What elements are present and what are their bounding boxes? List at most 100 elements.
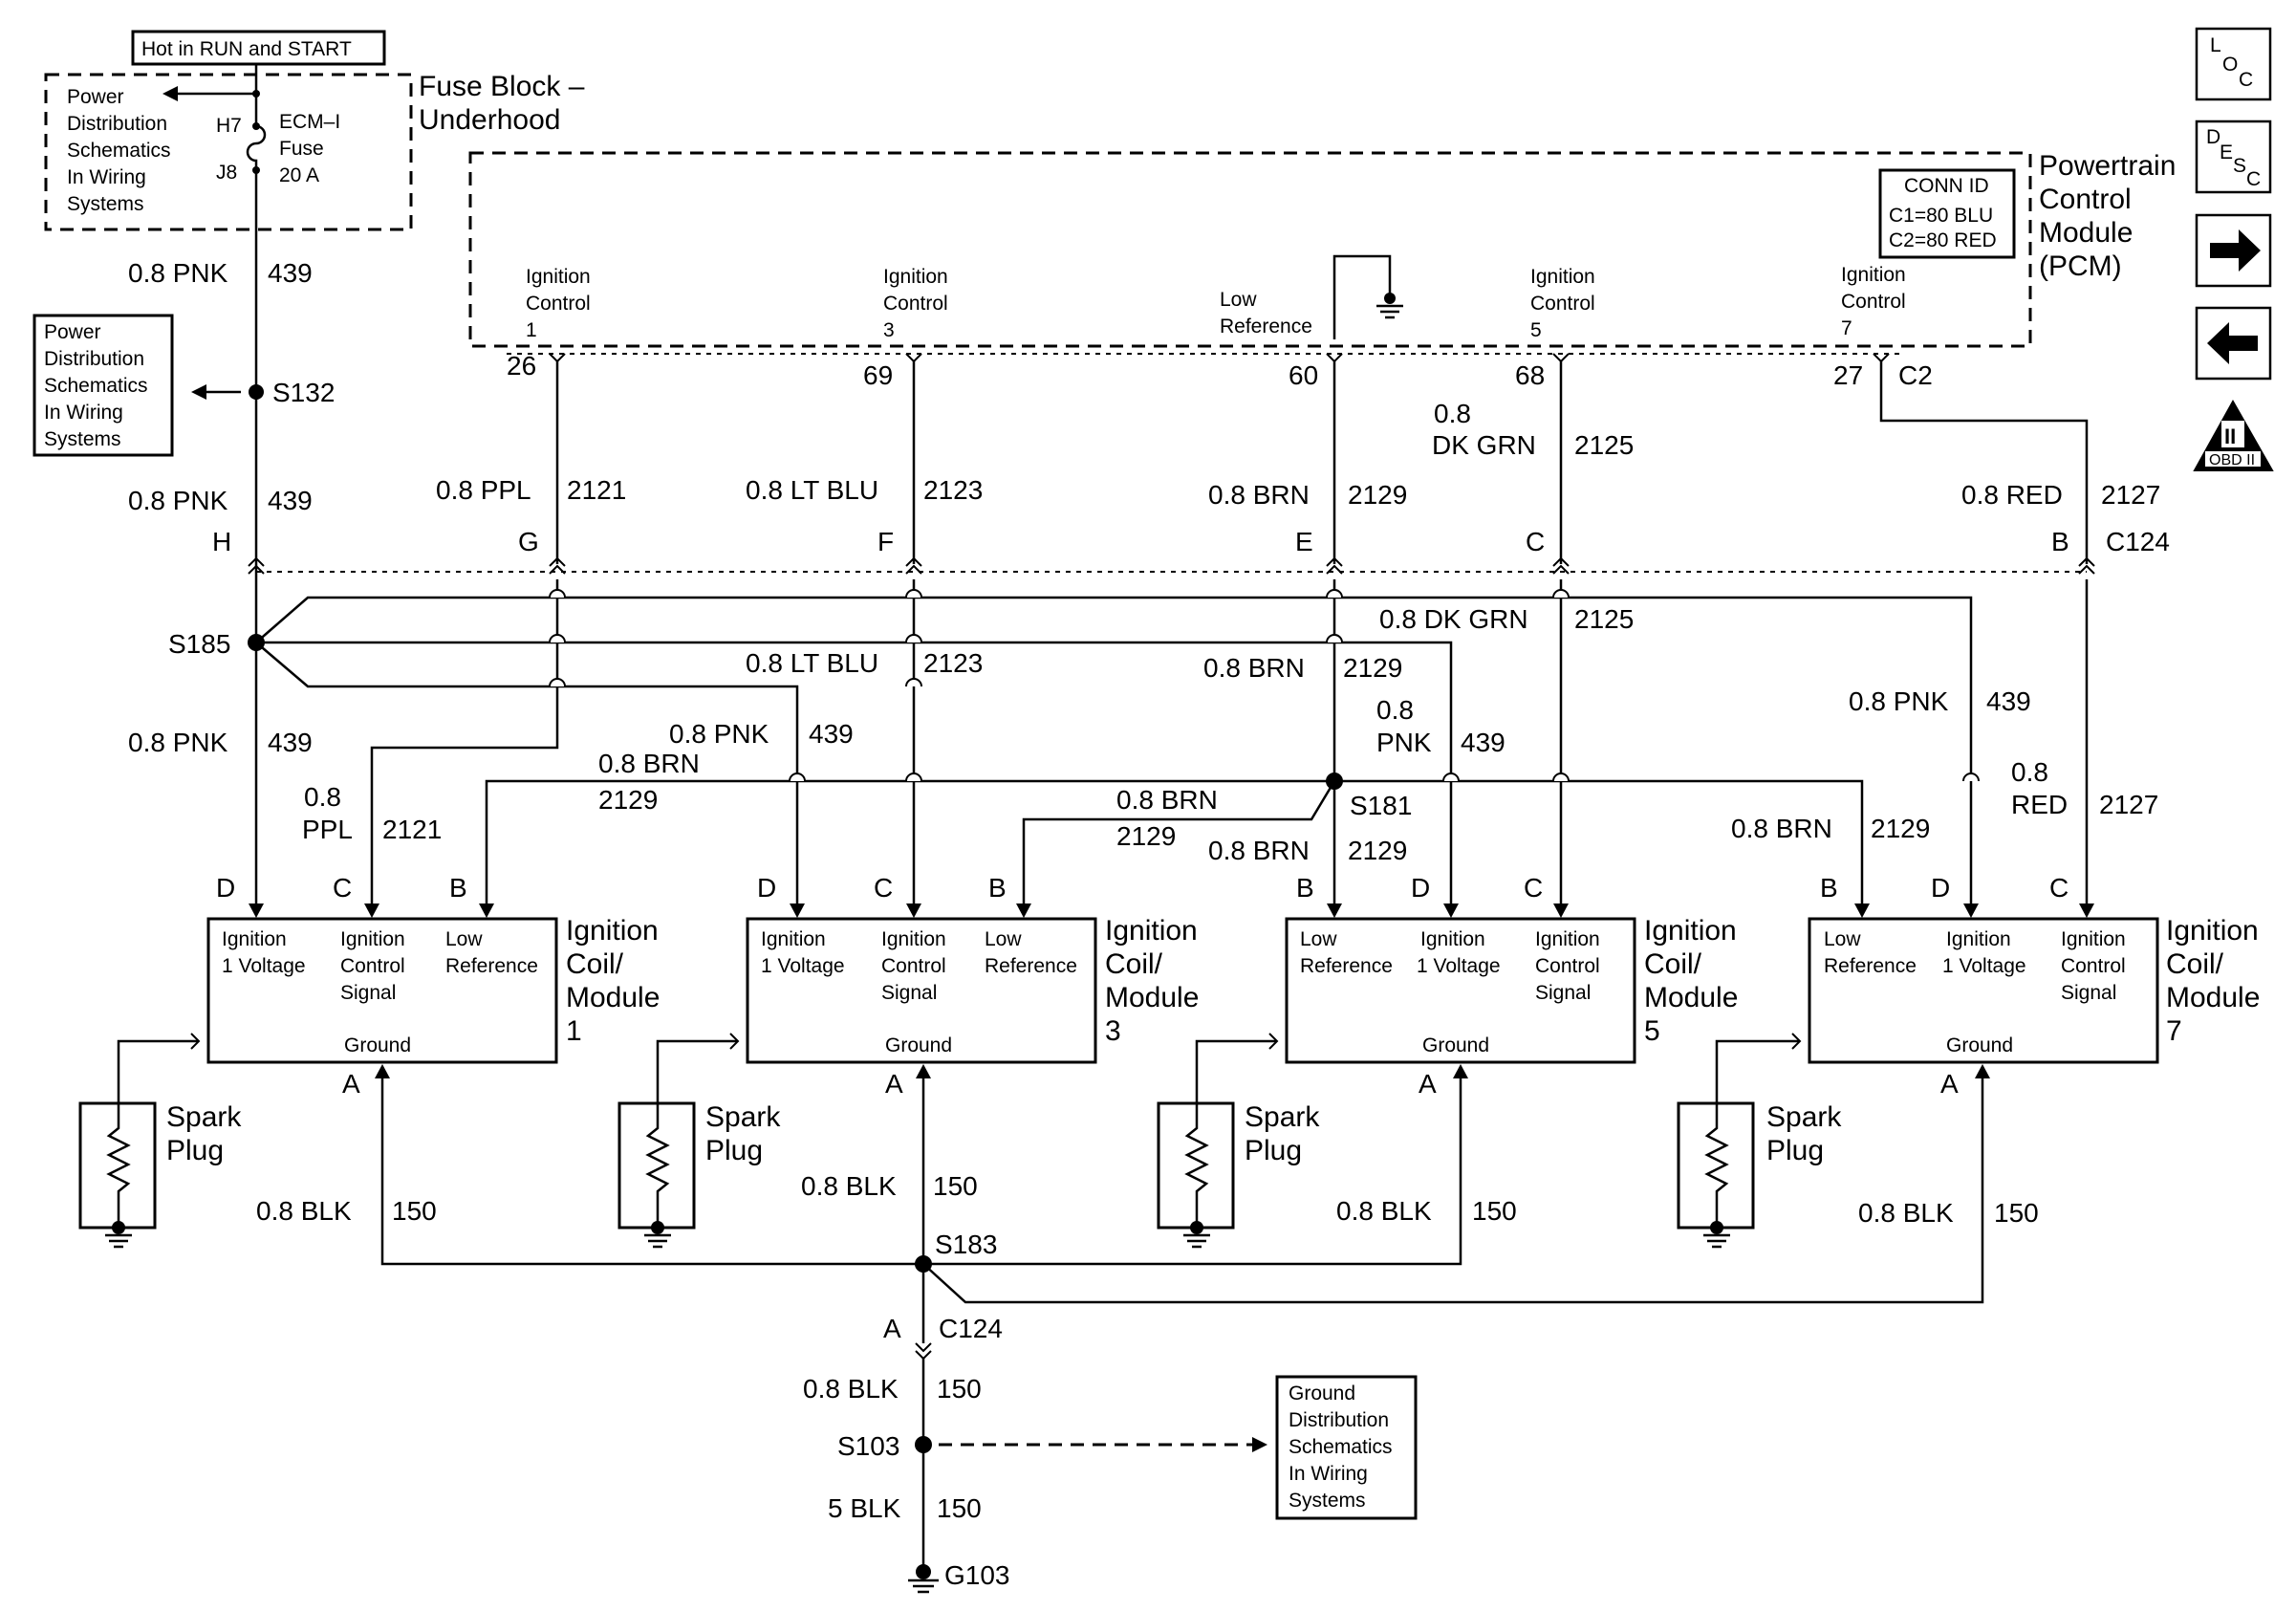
- svg-text:D: D: [1931, 873, 1950, 903]
- wire-label-ltblu-lower: 0.8 LT BLU: [746, 648, 878, 678]
- wire-label-ppl-coil1-1: PPL: [302, 815, 353, 844]
- c124-chevrons: [248, 556, 2095, 575]
- svg-text:Plug: Plug: [1245, 1135, 1302, 1166]
- ground-distribution-ref-box[interactable]: [1275, 1375, 1418, 1520]
- conn-id-text: CONN ID C1=80 BLU C2=80 RED: [1889, 175, 1997, 251]
- coil-ground-arrows: [375, 1064, 1990, 1078]
- wire-label-brn-coil7: 0.8 BRN: [1731, 814, 1832, 843]
- svg-text:5: 5: [1530, 319, 1542, 341]
- svg-text:D: D: [2206, 126, 2220, 148]
- loc-button[interactable]: L O C: [2195, 27, 2272, 101]
- svg-text:Control: Control: [1530, 293, 1595, 315]
- svg-text:Plug: Plug: [166, 1135, 224, 1166]
- svg-text:Module: Module: [2039, 217, 2133, 249]
- svg-text:1 Voltage: 1 Voltage: [1417, 955, 1501, 977]
- svg-text:Module: Module: [1105, 982, 1199, 1013]
- svg-text:Ignition: Ignition: [881, 928, 946, 950]
- svg-text:Ignition: Ignition: [1841, 264, 1906, 286]
- svg-text:Signal: Signal: [2061, 982, 2116, 1004]
- svg-text:Fuse: Fuse: [279, 138, 324, 160]
- wire-circuit-439-coil5: 439: [1461, 728, 1505, 757]
- svg-text:Ignition: Ignition: [1420, 928, 1485, 950]
- svg-text:Module: Module: [2166, 982, 2260, 1013]
- svg-text:C: C: [2049, 873, 2069, 903]
- wire-label-pnk-coil7: 0.8 PNK: [1849, 686, 1949, 716]
- svg-text:Distribution: Distribution: [1289, 1409, 1389, 1431]
- wire-label-pnk-mid: 0.8 PNK: [128, 486, 228, 515]
- spark-plug-5: Spark Plug: [1157, 1033, 1320, 1249]
- svg-text:Low: Low: [445, 928, 483, 950]
- svg-text:B: B: [1296, 873, 1314, 903]
- ecm-fuse-symbol: [246, 94, 267, 170]
- fuse-block-outline: [44, 73, 413, 231]
- wire-label-red-coil7-0: 0.8: [2011, 757, 2048, 787]
- hot-feed-wire: [174, 64, 258, 96]
- svg-text:Low: Low: [985, 928, 1022, 950]
- svg-text:7: 7: [2166, 1015, 2182, 1047]
- svg-text:Ignition: Ignition: [2166, 915, 2259, 947]
- power-distribution-ref-box[interactable]: [32, 314, 174, 457]
- conn-id-box: [1878, 168, 2016, 259]
- ignition-coil-module-3: D C B Ignition 1 Voltage Ignition Contro…: [746, 873, 1199, 1099]
- ground-wires-150: [380, 1078, 1984, 1304]
- wire-2121-to-coil1: [370, 579, 559, 903]
- c124-pin-e: E: [1295, 527, 1313, 556]
- svg-text:Module: Module: [1644, 982, 1738, 1013]
- pcm-connector-c2: C2: [1898, 360, 1933, 390]
- wire-label-pnk-s185: 0.8 PNK: [128, 728, 228, 757]
- pcm-pin-ignition-control-1: Ignition Control 1: [526, 266, 591, 341]
- svg-text:Reference: Reference: [1300, 955, 1393, 977]
- svg-text:Ground: Ground: [885, 1034, 952, 1056]
- wire-439-to-coil7: [255, 596, 1973, 903]
- fuse-terminal-j8: J8: [216, 162, 237, 184]
- pcm-pin-27: 27: [1833, 360, 1863, 390]
- coil-input-arrows: [249, 903, 2094, 918]
- fuse-block-title: Fuse Block – Underhood: [419, 71, 585, 136]
- wire-circuit-150-coil3: 150: [933, 1171, 978, 1201]
- svg-text:C1=80 BLU: C1=80 BLU: [1889, 205, 1993, 227]
- svg-text:(PCM): (PCM): [2039, 250, 2122, 282]
- wire-label-pnk-coil5-0: 0.8: [1376, 695, 1414, 725]
- svg-text:1: 1: [526, 319, 537, 341]
- pcm-internal-ground-wire: [1332, 254, 1392, 339]
- wire-label-brn-lower: 0.8 BRN: [1203, 653, 1305, 683]
- wire-439-to-coil3: [255, 642, 799, 903]
- wire-circuit-439-top: 439: [268, 258, 313, 288]
- power-distribution-ref-top[interactable]: Power Distribution Schematics In Wiring …: [67, 86, 171, 215]
- svg-text:C: C: [333, 873, 352, 903]
- svg-text:B: B: [988, 873, 1007, 903]
- pcm-outline: [468, 151, 2032, 348]
- next-page-button[interactable]: [2195, 213, 2272, 288]
- ground-icon: [1376, 304, 1403, 319]
- obd-ii-button[interactable]: II OBD II: [2193, 399, 2274, 471]
- wire-circuit-2127: 2127: [2101, 480, 2160, 510]
- wire-label-5blk: 5 BLK: [828, 1493, 901, 1523]
- desc-button[interactable]: D E S C: [2195, 120, 2272, 194]
- svg-text:Low: Low: [1824, 928, 1861, 950]
- pcm-pin-60: 60: [1289, 360, 1318, 390]
- hot-in-run-label: Hot in RUN and START: [141, 38, 352, 60]
- wire-circuit-2121: 2121: [567, 475, 626, 505]
- splice-s103-dot: [915, 1436, 932, 1453]
- svg-text:5: 5: [1644, 1015, 1660, 1047]
- splice-s132-label: S132: [272, 378, 335, 407]
- c124-pin-c: C: [1526, 527, 1545, 556]
- svg-text:In Wiring: In Wiring: [1289, 1463, 1368, 1485]
- svg-text:Spark: Spark: [166, 1101, 242, 1133]
- svg-text:Ignition: Ignition: [1644, 915, 1737, 947]
- wire-circuit-2125: 2125: [1574, 430, 1634, 460]
- wire-circuit-2129-lower: 2129: [1343, 653, 1402, 683]
- svg-text:D: D: [757, 873, 776, 903]
- pcm-pin-68: 68: [1515, 360, 1545, 390]
- svg-text:B: B: [449, 873, 467, 903]
- previous-page-button[interactable]: [2195, 306, 2272, 381]
- svg-text:E: E: [2220, 142, 2233, 163]
- svg-text:A: A: [1940, 1069, 1959, 1099]
- wire-circuit-2123: 2123: [923, 475, 983, 505]
- c124-pin-f: F: [877, 527, 894, 556]
- svg-text:Schematics: Schematics: [44, 375, 148, 397]
- svg-text:Underhood: Underhood: [419, 104, 560, 136]
- svg-text:Power: Power: [67, 86, 124, 108]
- wire-label-blk-coil1: 0.8 BLK: [256, 1196, 352, 1226]
- spark-plug-3: Spark Plug: [617, 1033, 781, 1249]
